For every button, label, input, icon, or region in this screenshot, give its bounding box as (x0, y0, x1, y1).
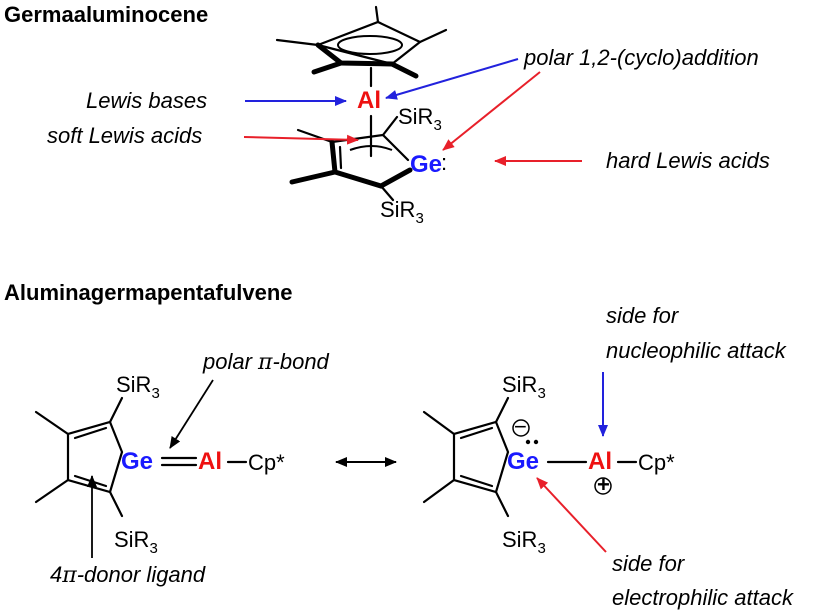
sir3-label-top-upper: SiR3 (398, 104, 442, 134)
plus-charge-sign: + (597, 472, 610, 497)
label-4pi-donor: 4π-donor ligand (50, 562, 206, 588)
cp-star-label-left: Cp* (248, 450, 285, 475)
cp-star-ring-top (275, 5, 448, 79)
sir3-label-top-lower: SiR3 (380, 197, 424, 227)
section-title-bottom: Aluminagermapentafulvene (4, 280, 293, 305)
sir3-label-right-upper: SiR3 (502, 372, 546, 402)
arrow-electrophilic (536, 477, 607, 553)
label-nucleophilic-line2: nucleophilic attack (606, 338, 787, 363)
section-title-top: Germaaluminocene (4, 2, 208, 27)
arrow-polar-addition-to-al (385, 58, 519, 100)
minus-charge-sign: − (514, 414, 527, 439)
sir3-label-right-lower: SiR3 (502, 527, 546, 557)
germole-ring-left (34, 396, 124, 518)
label-electrophilic-line2: electrophilic attack (612, 585, 794, 610)
label-polar-addition: polar 1,2-(cyclo)addition (523, 45, 759, 70)
label-hard-lewis-acids: hard Lewis acids (606, 148, 770, 173)
al-atom-top: Al (357, 87, 381, 114)
arrow-polar-pi-bond (169, 379, 214, 449)
minus-charge-circle (512, 419, 530, 437)
sir3-label-left-lower: SiR3 (114, 527, 158, 557)
germole-ring-right (422, 396, 510, 518)
arrow-polar-addition-to-ge (442, 71, 541, 151)
sir3-label-left-upper: SiR3 (116, 372, 160, 402)
al-atom-right: Al (588, 448, 612, 475)
germole-ring-top (289, 115, 413, 202)
ge-atom-left: Ge (121, 448, 153, 475)
ge-lone-pair-top: : (441, 150, 447, 175)
cp-star-label-right: Cp* (638, 450, 675, 475)
arrow-soft-lewis-acids (243, 134, 359, 145)
label-nucleophilic-line1: side for (606, 303, 680, 328)
label-soft-lewis-acids: soft Lewis acids (47, 123, 202, 148)
ge-atom-right: Ge (507, 448, 539, 475)
label-lewis-bases: Lewis bases (86, 88, 207, 113)
al-atom-left: Al (198, 448, 222, 475)
plus-charge-circle (594, 477, 612, 495)
ge-atom-top: Ge (410, 151, 442, 178)
ge-lone-pair-dot-a (525, 439, 531, 445)
label-electrophilic-line1: side for (612, 551, 686, 576)
label-polar-pi-bond: polar π-bond (202, 349, 330, 375)
ge-lone-pair-dot-b (533, 439, 539, 445)
